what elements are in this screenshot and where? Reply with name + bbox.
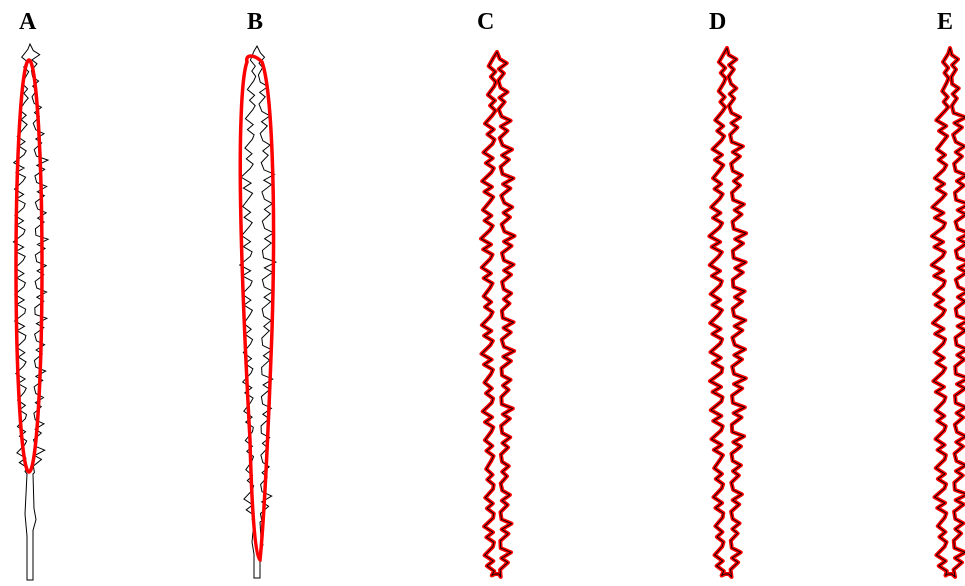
- panel-d: [709, 48, 746, 577]
- panel-c: [481, 52, 515, 577]
- ellipse-fit: [16, 60, 42, 472]
- panel-a: [13, 44, 48, 580]
- leaf-outline: [481, 52, 515, 577]
- panel-b: [240, 46, 276, 578]
- leaf-outline: [709, 48, 746, 577]
- panel-e: [932, 48, 965, 577]
- tapered-fit: [240, 56, 273, 560]
